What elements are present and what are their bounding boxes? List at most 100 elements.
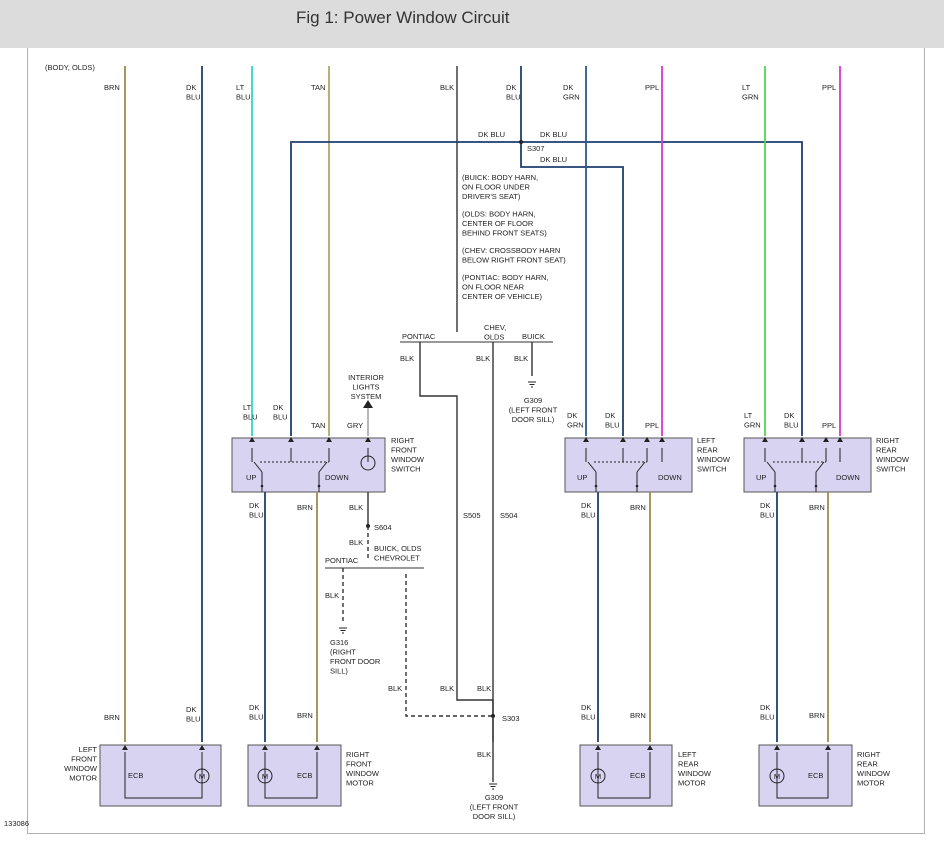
- branch-label: PONTIAC: [402, 332, 436, 341]
- interior-lights-label: LIGHTS: [352, 383, 379, 392]
- switch-rr-contacts: [773, 484, 777, 488]
- wire-label: BRN: [104, 713, 120, 722]
- motor-internal-wire: [776, 752, 829, 799]
- switch-name: WINDOW: [697, 455, 731, 464]
- terminal-arrow: [199, 745, 205, 750]
- switch-rf-box: [231, 437, 386, 493]
- wire-label: GRN: [567, 421, 584, 430]
- wire-label: BRN: [809, 503, 825, 512]
- motor-name: LEFT: [678, 750, 697, 759]
- ground-label: SILL): [330, 667, 348, 676]
- terminal-arrow: [249, 437, 255, 442]
- lamp-icon: [360, 455, 376, 471]
- wire-label: BLK: [349, 503, 363, 512]
- switch-rr-box: [743, 437, 872, 493]
- wire-label: DK BLU: [478, 130, 505, 139]
- wire-label: BRN: [809, 711, 825, 720]
- wire-label: BRN: [297, 503, 313, 512]
- ecb-label: ECB: [808, 771, 823, 780]
- wire-label: DK: [186, 83, 196, 92]
- wire-label: DK: [273, 403, 283, 412]
- motor-m-label: M: [262, 772, 268, 781]
- wire-label: GRN: [563, 93, 580, 102]
- wire-label: BRN: [104, 83, 120, 92]
- ground-label: FRONT DOOR: [330, 657, 381, 666]
- motor-internal-wire: [264, 752, 318, 799]
- terminal-arrow: [314, 745, 320, 750]
- wire-label: BLK: [388, 684, 402, 693]
- motor-name: WINDOW: [857, 769, 891, 778]
- splice-label: S504: [500, 511, 518, 520]
- wire-label: BLK: [477, 684, 491, 693]
- motor-name: MOTOR: [678, 779, 706, 788]
- wire-label: BLU: [760, 713, 775, 722]
- terminal-arrow: [837, 437, 843, 442]
- wire-label: LT: [243, 403, 252, 412]
- splice-location-note: ON FLOOR UNDER: [462, 183, 531, 192]
- terminal-arrow: [774, 745, 780, 750]
- ground-label: (LEFT FRONT: [509, 406, 558, 415]
- switch-rf-contacts: [318, 461, 328, 473]
- wire-label: BLU: [273, 413, 288, 422]
- ecb-label: ECB: [630, 771, 645, 780]
- branch-label: PONTIAC: [325, 556, 359, 565]
- wire-label: GRN: [742, 93, 759, 102]
- wire-label: BRN: [630, 711, 646, 720]
- terminal-arrow: [620, 437, 626, 442]
- ground-label: G309: [524, 396, 542, 405]
- motor-m-label: M: [595, 772, 601, 781]
- page-title: Fig 1: Power Window Circuit: [296, 8, 510, 27]
- motor-m-label: M: [199, 772, 205, 781]
- terminal-arrow: [365, 437, 371, 442]
- terminal-arrow: [647, 745, 653, 750]
- switch-name: SWITCH: [697, 465, 727, 474]
- splice-label: S604: [374, 523, 392, 532]
- switch-label: UP: [577, 473, 587, 482]
- splice-location-note: (PONTIAC: BODY HARN,: [462, 273, 549, 282]
- switch-rr-contacts: [766, 461, 776, 473]
- motor-m-label: M: [774, 772, 780, 781]
- terminal-arrow: [825, 745, 831, 750]
- wire-label: DK: [186, 705, 196, 714]
- motor-name: WINDOW: [678, 769, 712, 778]
- switch-name: REAR: [697, 446, 718, 455]
- splice-location-note: (OLDS: BODY HARN,: [462, 210, 536, 219]
- wire-label: BLU: [581, 713, 596, 722]
- motor-name: FRONT: [71, 755, 97, 764]
- title-bar: Fig 1: Power Window Circuit: [0, 0, 944, 48]
- motor-name: LEFT: [79, 745, 98, 754]
- terminal-arrow: [288, 437, 294, 442]
- wire-label: LT: [744, 411, 753, 420]
- splice-location-note: DRIVER'S SEAT): [462, 192, 521, 201]
- wire-label: BLK: [476, 354, 490, 363]
- ground-label: DOOR SILL): [512, 415, 555, 424]
- wire-label: DK: [567, 411, 577, 420]
- wire-label: BLU: [581, 511, 596, 520]
- wire-label: BLK: [349, 538, 363, 547]
- arrow-up-icon: [363, 400, 373, 408]
- ground-label: (LEFT FRONT: [470, 803, 519, 812]
- splice-location-note: BELOW RIGHT FRONT SEAT): [462, 256, 566, 265]
- switch-name: WINDOW: [876, 455, 910, 464]
- wire-label: PPL: [645, 83, 659, 92]
- wire-label: DK: [760, 501, 770, 510]
- terminal-arrow: [799, 437, 805, 442]
- splice-location-note: (BUICK: BODY HARN,: [462, 173, 538, 182]
- wire-label: BLU: [506, 93, 521, 102]
- branch-label: CHEV,: [484, 323, 506, 332]
- wire-label: BRN: [630, 503, 646, 512]
- splice-location-note: CENTER OF FLOOR: [462, 219, 534, 228]
- wire-label: PPL: [645, 421, 659, 430]
- switch-label: DOWN: [836, 473, 860, 482]
- motor-internal-wire: [597, 752, 651, 799]
- terminal-arrow: [762, 437, 768, 442]
- wire-label: BLU: [249, 511, 264, 520]
- wire-label: GRY: [347, 421, 363, 430]
- wire-label: DK: [605, 411, 615, 420]
- terminal-arrow: [583, 437, 589, 442]
- motor-rf-box: [247, 744, 342, 807]
- splice-location-note: ON FLOOR NEAR: [462, 283, 525, 292]
- terminal-arrow: [659, 437, 665, 442]
- ground-label: G316: [330, 638, 348, 647]
- wire-label: BLK: [514, 354, 528, 363]
